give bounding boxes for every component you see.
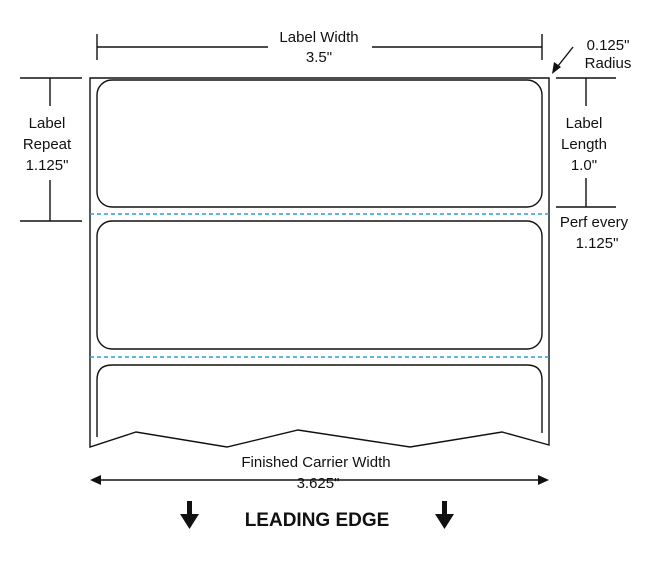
carrier-width-title: Finished Carrier Width xyxy=(241,454,390,471)
carrier-width-dimension xyxy=(90,475,549,485)
label-width-value: 3.5" xyxy=(306,49,332,66)
carrier-left-arrowhead-icon xyxy=(90,475,101,485)
label-repeat-title-line1: Label xyxy=(29,115,66,132)
perf-title: Perf every xyxy=(560,214,629,231)
perf-value: 1.125" xyxy=(576,235,619,252)
label-length-title-line2: Length xyxy=(561,136,607,153)
radius-title: Radius xyxy=(585,55,632,72)
label-3-partial xyxy=(96,364,543,437)
label-length-title-line1: Label xyxy=(566,115,603,132)
leading-edge-label: LEADING EDGE xyxy=(245,510,390,531)
label-width-dimension xyxy=(96,34,543,60)
label-repeat-dimension xyxy=(20,77,82,222)
label-length-value: 1.0" xyxy=(571,157,597,174)
radius-arrowhead-icon xyxy=(552,62,561,74)
label-1 xyxy=(96,79,543,208)
carrier-width-value: 3.625" xyxy=(297,475,340,492)
label-width-title: Label Width xyxy=(279,29,358,46)
label-repeat-value: 1.125" xyxy=(26,157,69,174)
label-2 xyxy=(96,220,543,350)
down-arrow-icon xyxy=(435,501,454,529)
carrier-right-arrowhead-icon xyxy=(538,475,549,485)
radius-value: 0.125" xyxy=(587,37,630,54)
down-arrow-icon xyxy=(180,501,199,529)
radius-leader-line xyxy=(557,46,574,67)
label-length-dimension xyxy=(556,77,616,208)
label-repeat-title-line2: Repeat xyxy=(23,136,72,153)
